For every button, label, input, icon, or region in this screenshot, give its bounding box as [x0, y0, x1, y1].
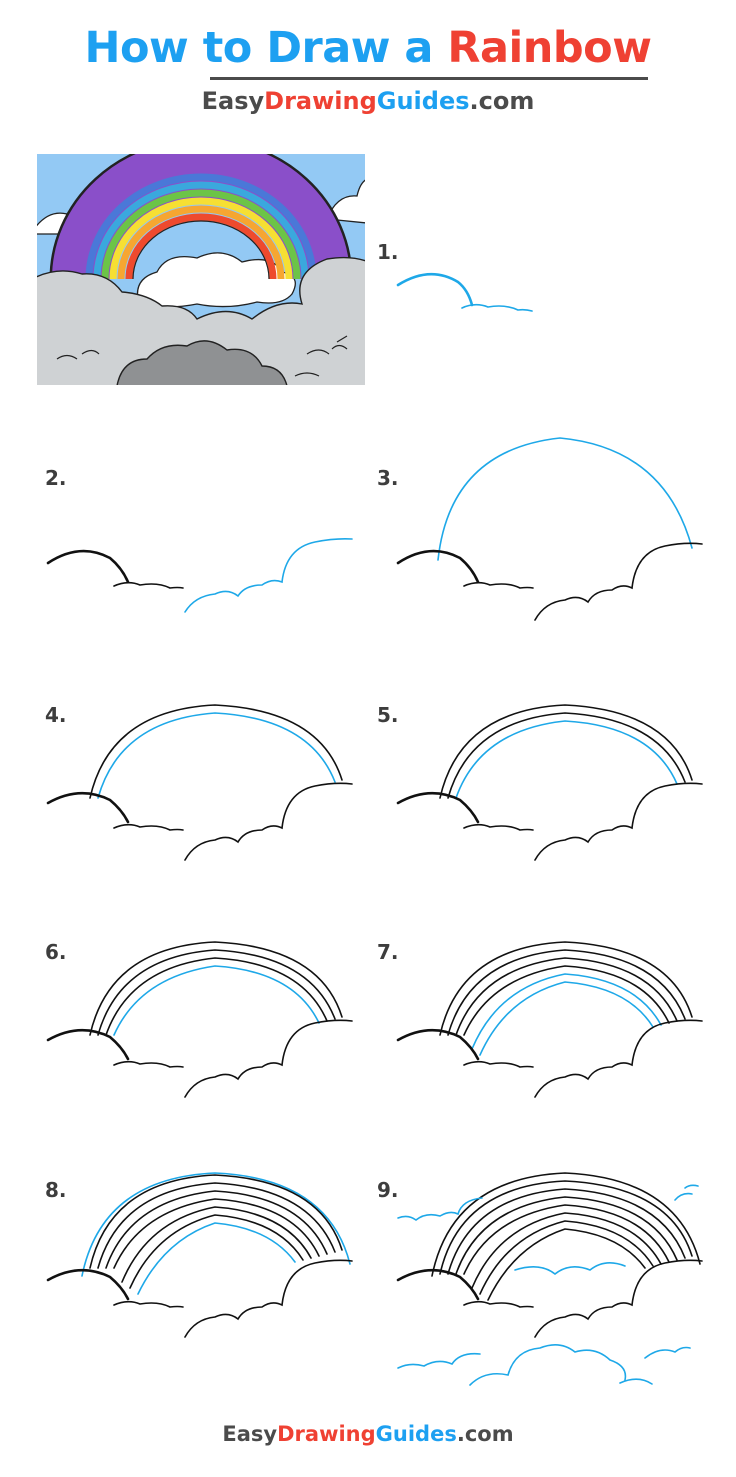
brand-logo-top[interactable]: EasyDrawingGuides.com — [0, 86, 736, 116]
brand-word-guides: Guides — [376, 87, 470, 115]
brand-word-drawing: Drawing — [264, 87, 377, 115]
brand-word-easy: Easy — [201, 87, 265, 115]
brand-logo-bottom[interactable]: EasyDrawingGuides.com — [0, 1420, 736, 1448]
cloud-detail-lines — [56, 335, 348, 377]
step-4-number: 4. — [45, 703, 67, 727]
title-divider — [210, 77, 648, 80]
page-title: How to Draw a Rainbow — [0, 22, 736, 74]
step-1-drawing — [396, 272, 533, 312]
brand-word-com: .com — [469, 87, 535, 115]
step-9-number: 9. — [377, 1178, 399, 1202]
step-6-number: 6. — [45, 940, 67, 964]
title-subject: Rainbow — [447, 23, 652, 73]
step-3-number: 3. — [377, 466, 399, 490]
step-6-drawing — [46, 941, 353, 1098]
step-1-number: 1. — [377, 240, 399, 264]
step-2-number: 2. — [45, 466, 67, 490]
step-5-number: 5. — [377, 703, 399, 727]
step-8-drawing — [46, 1172, 353, 1338]
step-3-drawing — [396, 437, 703, 621]
step-4-drawing — [46, 704, 353, 861]
step-8-number: 8. — [45, 1178, 67, 1202]
step-7-drawing — [396, 941, 703, 1098]
footer-word-easy: Easy — [222, 1422, 278, 1446]
rainbow-bands — [49, 154, 353, 280]
footer-word-drawing: Drawing — [277, 1422, 376, 1446]
step-2-drawing — [46, 538, 353, 613]
finished-rainbow-illustration — [37, 154, 365, 385]
step-7-number: 7. — [377, 940, 399, 964]
footer-word-guides: Guides — [375, 1422, 457, 1446]
gray-cloud-dark — [116, 340, 288, 385]
step-5-drawing — [396, 704, 703, 861]
step-9-drawing — [396, 1172, 703, 1386]
footer-word-com: .com — [456, 1422, 514, 1446]
gray-cloud-front — [37, 256, 365, 385]
title-prefix: How to Draw a — [84, 23, 448, 73]
white-cloud-right — [326, 179, 365, 224]
